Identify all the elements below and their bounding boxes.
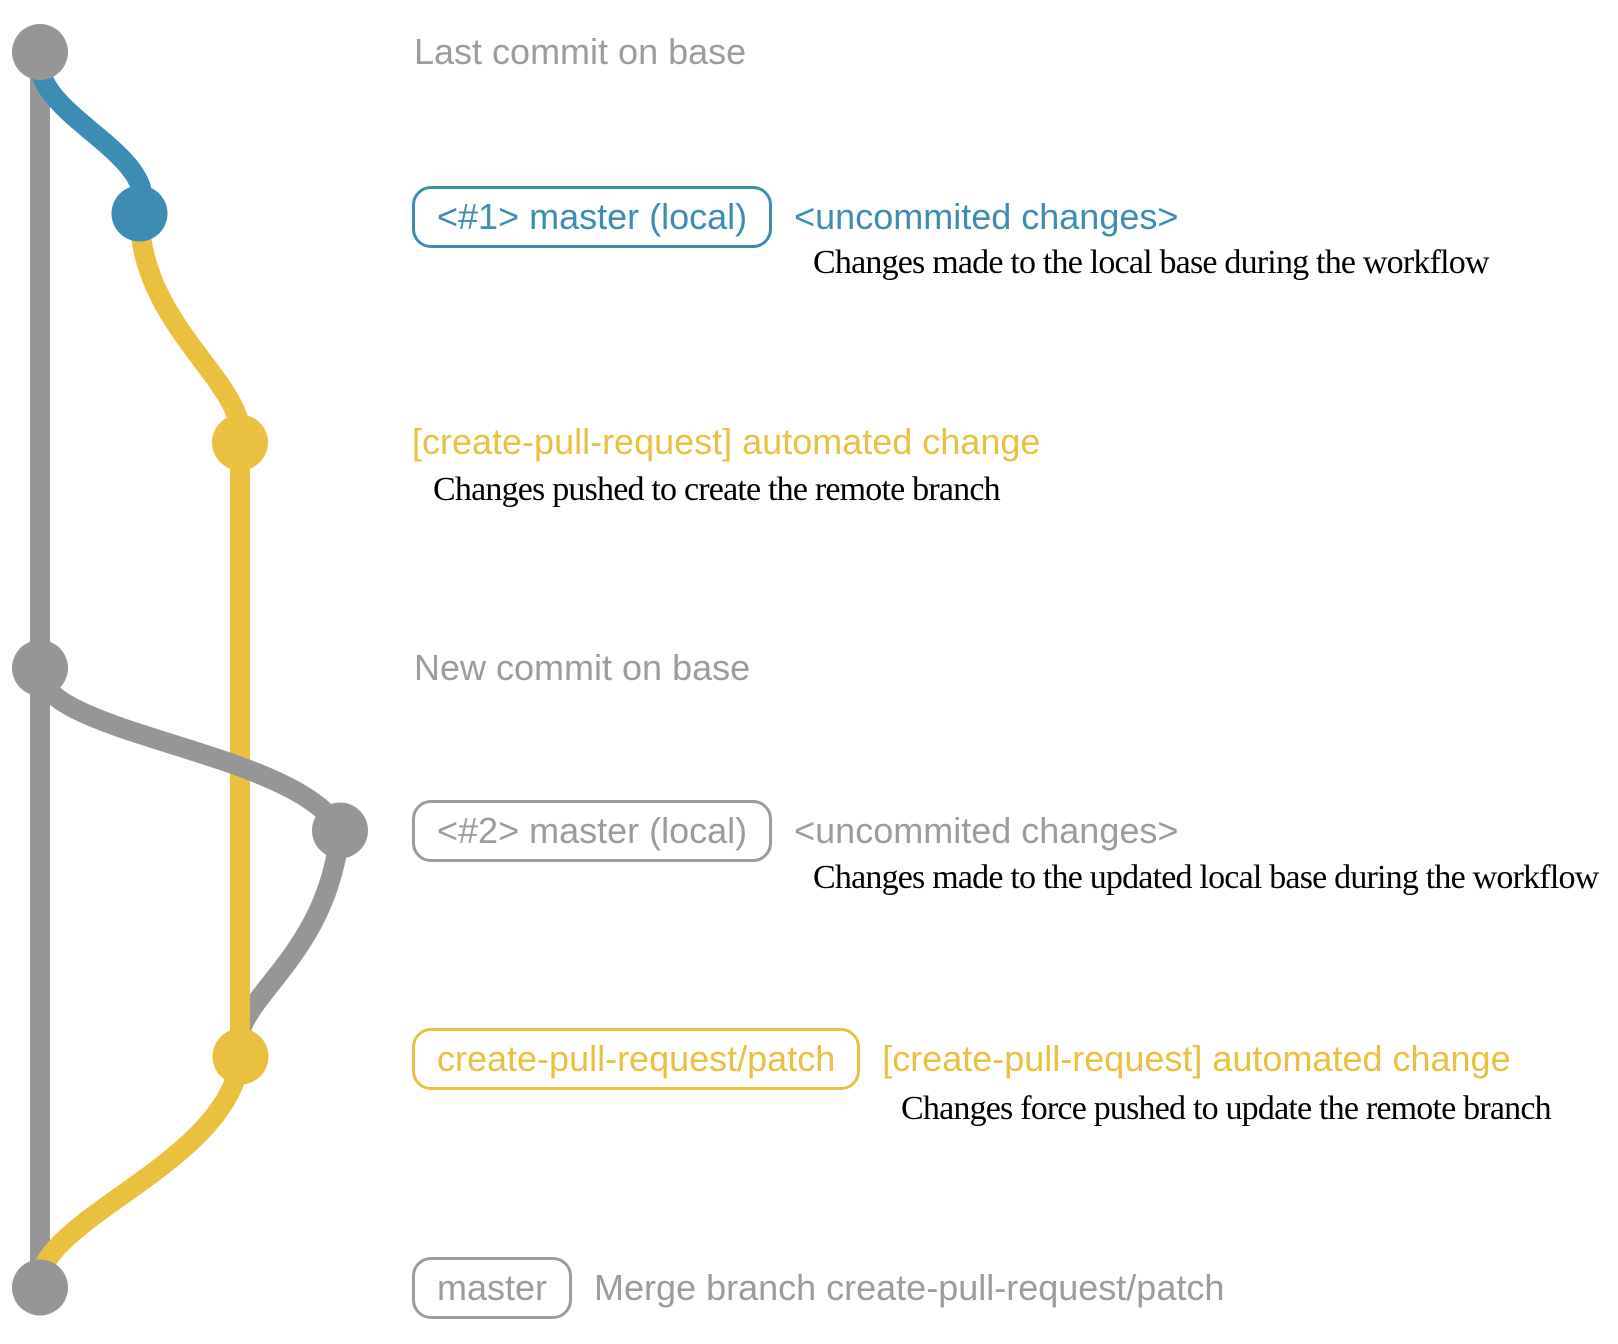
commit-row-patch-2: create-pull-request/patch [create-pull-r…: [412, 1028, 1511, 1090]
commit-row-patch-1: [create-pull-request] automated change: [412, 411, 1040, 473]
commit-dot-merge: [12, 1259, 68, 1316]
patch-branch-curve: [129, 213, 251, 445]
commit-row-last-base: Last commit on base: [414, 21, 746, 83]
commit-message-last-base: Last commit on base: [414, 31, 747, 72]
commit-row-local-2: <#2> master (local) <uncommited changes>: [412, 800, 1178, 862]
caption-patch-2: Changes force pushed to update the remot…: [901, 1090, 1552, 1127]
caption-local-1: Changes made to the local base during th…: [813, 244, 1490, 281]
branch-badge-patch: create-pull-request/patch: [412, 1028, 861, 1090]
commit-message-patch-1: [create-pull-request] automated change: [412, 421, 1041, 462]
commit-message-local-1: <uncommited changes>: [794, 196, 1179, 237]
commit-dot-local-1: [111, 185, 168, 242]
branch-badge-master: master: [412, 1257, 573, 1319]
base-rebase-in-curve: [228, 829, 350, 1060]
branch-badge-local-2: <#2> master (local): [412, 800, 773, 862]
commit-dot-patch-2: [212, 1028, 269, 1085]
caption-local-2: Changes made to the updated local base d…: [813, 859, 1599, 896]
commit-message-merge: Merge branch create-pull-request/patch: [594, 1267, 1225, 1308]
commit-dot-last-base: [12, 24, 68, 80]
commit-dot-new-base: [12, 640, 68, 696]
commit-message-new-base: New commit on base: [414, 647, 751, 688]
base-branch-out-curve: [30, 666, 349, 836]
commit-dot-local-2: [312, 802, 368, 859]
commit-row-local-1: <#1> master (local) <uncommited changes>: [412, 186, 1178, 248]
commit-message-patch-2: [create-pull-request] automated change: [882, 1038, 1511, 1079]
commit-row-merge: master Merge branch create-pull-request/…: [412, 1257, 1224, 1319]
commit-message-local-2: <uncommited changes>: [794, 810, 1179, 851]
caption-patch-1: Changes pushed to create the remote bran…: [433, 471, 1001, 508]
commit-row-new-base: New commit on base: [414, 637, 750, 699]
patch-merge-curve: [29, 1054, 251, 1289]
branch-badge-local-1: <#1> master (local): [412, 186, 773, 248]
commit-dot-patch-1: [212, 414, 268, 471]
